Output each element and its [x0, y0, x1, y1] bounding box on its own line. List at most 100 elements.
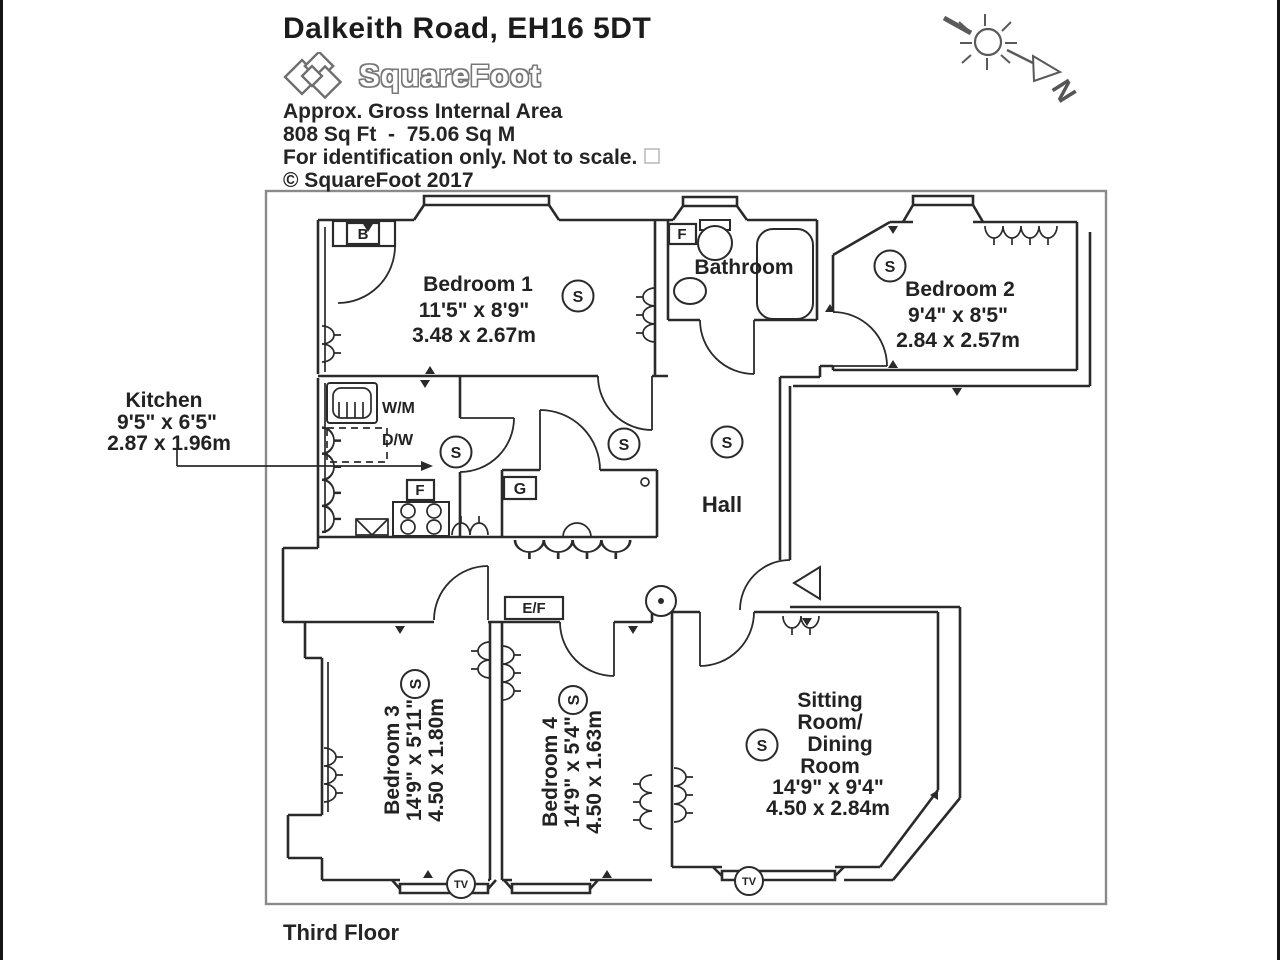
bedroom4-label-group: Bedroom 4 14'9" x 5'4" 4.50 x 1.63m S	[539, 685, 606, 834]
radiator-icon	[984, 225, 1058, 246]
washing-machine-drum	[332, 387, 372, 419]
hob-ring	[426, 519, 442, 535]
bedroom3-imperial: 14'9" x 5'11"	[403, 699, 426, 821]
smoke-alarm-icon	[558, 685, 588, 715]
sun-rays	[958, 14, 1017, 70]
bedroom3-name: Bedroom 3	[381, 705, 404, 815]
g-cupboard-box	[502, 475, 538, 501]
tv-point-icon	[446, 869, 476, 899]
hob-ring	[426, 503, 442, 519]
sun-icon	[973, 27, 1003, 57]
sitting-room-imperial: 14'9" x 9'4"	[772, 776, 884, 799]
plan-border	[264, 189, 1108, 906]
bedroom2-imperial: 9'4" x 8'5"	[908, 304, 1008, 327]
smoke-alarm-icon	[873, 249, 907, 283]
floor-label: Third Floor	[283, 920, 400, 945]
smoke-alarm-icon	[400, 669, 430, 699]
door-arcs	[337, 245, 888, 677]
header: Dalkeith Road, EH16 5DT SquareFoot Appro…	[283, 12, 661, 192]
area-value: 808 Sq Ft - 75.06 Sq M	[283, 123, 516, 146]
radiator-icon	[673, 767, 694, 823]
boiler-label-box	[345, 221, 381, 246]
svg-text:S: S	[757, 738, 768, 755]
washing-machine-icon	[326, 382, 378, 424]
kitchen-f-box	[405, 478, 436, 502]
kitchen-f-label: F	[415, 482, 424, 499]
bathroom-name: Bathroom	[694, 256, 793, 279]
svg-text:S: S	[722, 435, 733, 452]
window-icons	[391, 194, 985, 895]
svg-text:S: S	[619, 437, 630, 454]
smoke-alarm-icon	[607, 427, 641, 461]
bathroom-f-label: F	[677, 226, 686, 243]
wall-inner-faces	[324, 227, 329, 812]
radiator-icon	[470, 641, 491, 679]
boiler-label: B	[358, 226, 369, 243]
disclaimer-row: For identification only. Not to scale.	[283, 146, 661, 169]
north-arrow-shaft	[1006, 48, 1038, 67]
washing-machine-detail	[338, 402, 364, 418]
brand-name: SquareFoot	[359, 58, 542, 93]
svg-text:S: S	[573, 289, 584, 306]
radiator-icon	[782, 615, 820, 636]
entrance-arrow-icon	[792, 565, 821, 601]
sitting-room-name-3: Dining	[807, 733, 872, 756]
sitting-room-name-1: Sitting	[797, 689, 862, 712]
ef-cupboard-box	[503, 595, 565, 621]
area-label: Approx. Gross Internal Area	[283, 100, 563, 123]
copyright: © SquareFoot 2017	[283, 169, 474, 192]
smoke-alarm-icon	[439, 435, 473, 469]
right-edge-strip	[1277, 0, 1280, 960]
washing-machine-label: W/M	[382, 400, 415, 417]
bedroom4-imperial: 14'9" x 5'4"	[561, 716, 584, 828]
bedroom4-metric: 4.50 x 1.63m	[583, 710, 606, 834]
bedroom2-name: Bedroom 2	[905, 278, 1015, 301]
cupboard-labels: B F F G E/F	[331, 219, 698, 621]
kitchen-leader-arrowhead	[421, 461, 433, 471]
sitting-room-name-2: Room/	[797, 711, 862, 734]
radiator-icon	[632, 774, 653, 830]
north-arrow-head	[1031, 54, 1063, 83]
page-title: Dalkeith Road, EH16 5DT	[283, 12, 652, 45]
dishwasher-icon	[326, 427, 388, 463]
smoke-alarm-icon	[745, 728, 779, 762]
bedroom3-metric: 4.50 x 1.80m	[425, 698, 448, 822]
svg-text:S: S	[451, 445, 462, 462]
bedroom1-metric: 3.48 x 2.67m	[412, 324, 536, 347]
hall-name: Hall	[702, 492, 742, 517]
door-knob-icon	[640, 477, 650, 487]
kitchen-appliances	[326, 382, 450, 537]
bathtub-icon	[756, 228, 814, 320]
smoke-alarm-icon	[561, 279, 595, 313]
bedroom3-label-group: Bedroom 3 14'9" x 5'11" 4.50 x 1.80m S	[381, 669, 448, 822]
kitchen-leader-line	[176, 450, 421, 467]
svg-text:S: S	[566, 694, 583, 705]
smoke-alarm-icons: S S S S S S	[439, 249, 907, 762]
hob-ring	[400, 519, 416, 535]
dimension-markers	[363, 224, 962, 878]
dishwasher-label: D/W	[382, 432, 414, 449]
basin-icon	[673, 277, 707, 305]
kitchen-name: Kitchen	[125, 389, 202, 412]
g-cupboard-label: G	[514, 481, 526, 498]
svg-text:S: S	[408, 678, 425, 689]
north-arrow-icon: N	[942, 14, 1083, 108]
tv-point-icons: TV TV	[446, 866, 764, 899]
ef-cupboard-label: E/F	[522, 600, 545, 617]
svg-text:S: S	[885, 259, 896, 276]
radiator-icon	[513, 538, 632, 561]
toilet-icon	[697, 225, 733, 261]
sun-long-ray	[942, 15, 973, 36]
bathroom-fixtures	[673, 219, 814, 320]
sitting-room-metric: 4.50 x 2.84m	[766, 797, 890, 820]
bedroom2-metric: 2.84 x 2.57m	[896, 329, 1020, 352]
smoke-alarm-icon	[710, 425, 744, 459]
kitchen-metric: 2.87 x 1.96m	[107, 432, 231, 455]
ceiling-light-dot	[658, 598, 664, 604]
bedroom4-name: Bedroom 4	[539, 717, 562, 827]
disclaimer: For identification only. Not to scale.	[283, 146, 638, 169]
bedroom1-name: Bedroom 1	[423, 273, 533, 296]
radiator-icon	[501, 645, 522, 701]
